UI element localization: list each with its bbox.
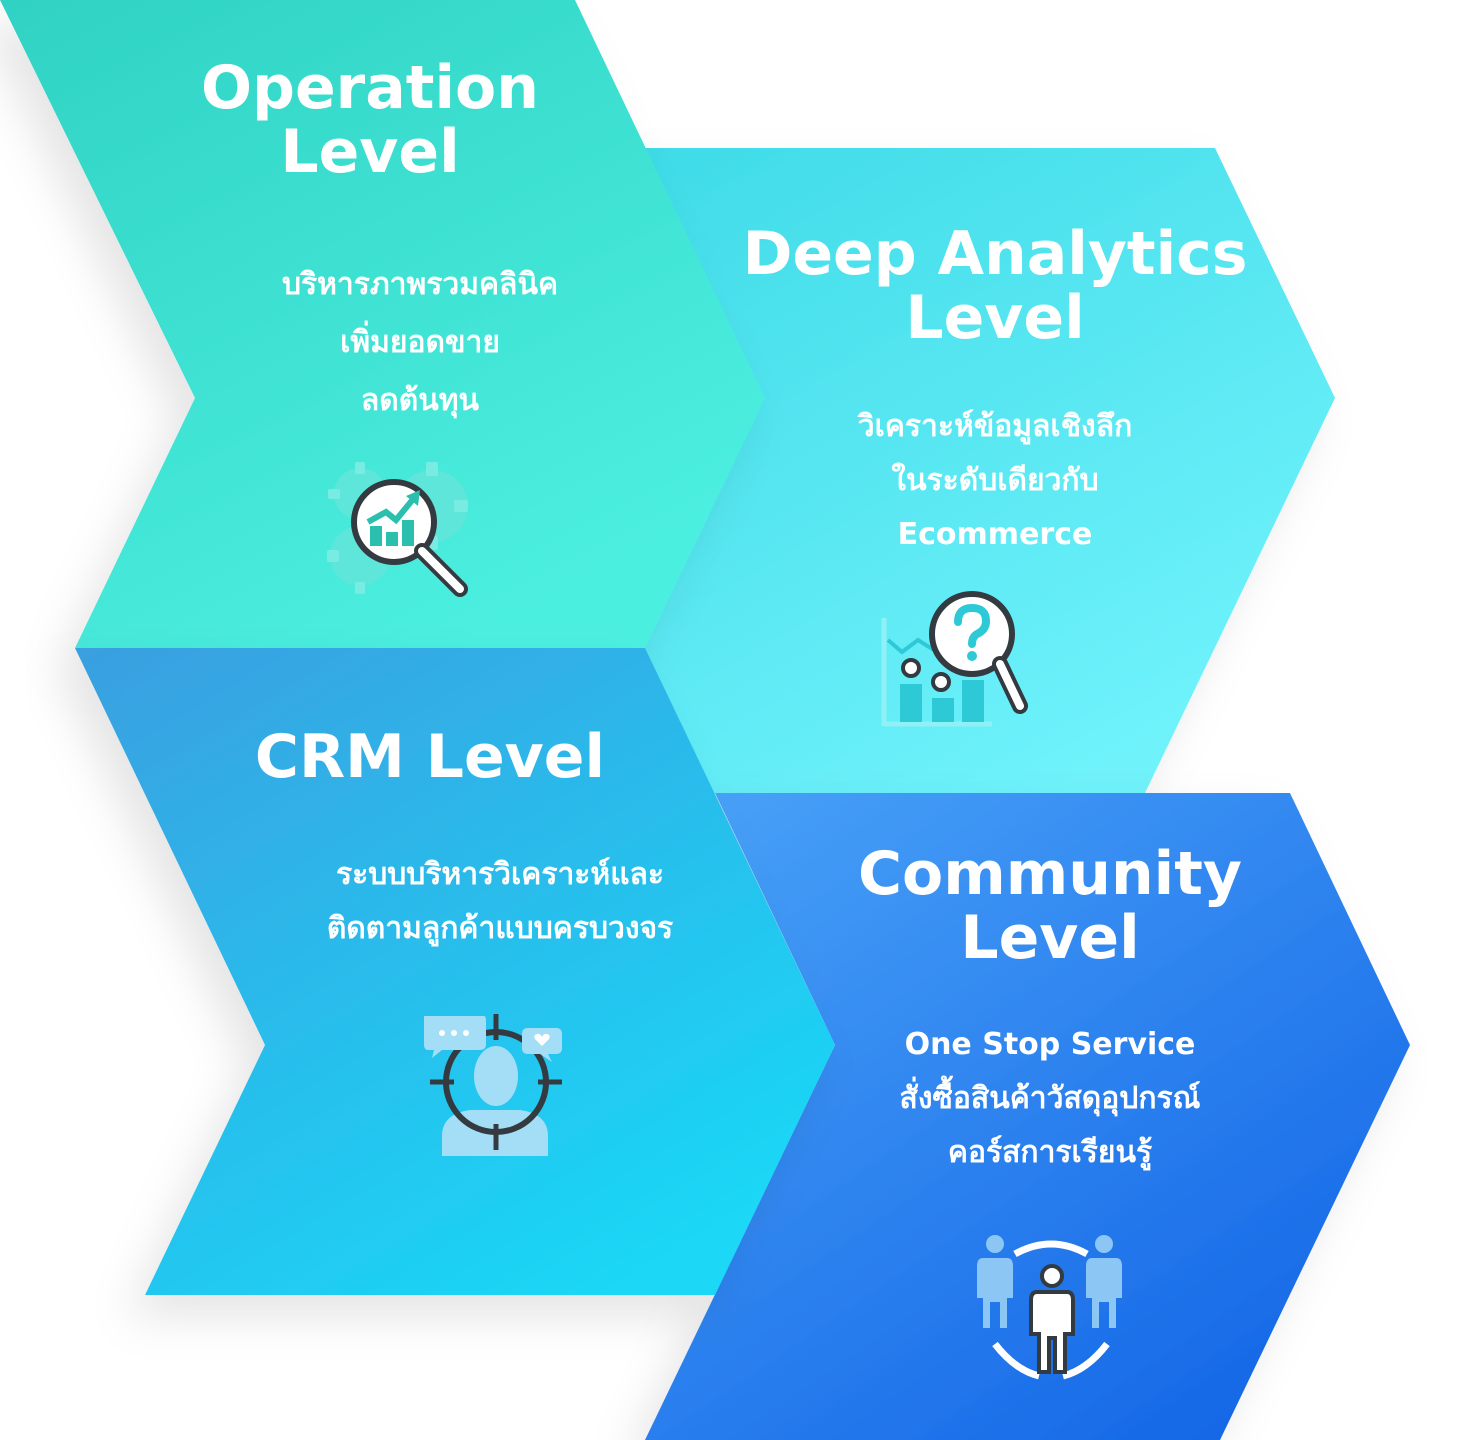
analytics-question-icon — [881, 591, 1028, 727]
operation-level-block: Operation Level — [120, 56, 620, 184]
crm-level-block: CRM Level — [180, 725, 680, 789]
operation-level-desc-block: บริหารภาพรวมคลินิค เพิ่มยอดขาย ลดต้นทุน — [130, 256, 710, 430]
customer-target-icon — [424, 1014, 562, 1156]
operation-level-description: บริหารภาพรวมคลินิค เพิ่มยอดขาย ลดต้นทุน — [281, 267, 559, 418]
gear-magnifier-chart-icon — [327, 462, 468, 597]
deep-analytics-level-block: Deep Analytics Level — [715, 222, 1275, 350]
community-level-block: Community Level — [800, 842, 1300, 970]
crm-level-title: CRM Level — [254, 722, 606, 792]
chevron-crm — [75, 648, 835, 1295]
community-level-title: Community Level — [857, 839, 1243, 973]
community-level-description: One Stop Service สั่งซื้อสินค้าวัสดุอุปก… — [899, 1027, 1201, 1170]
deep-analytics-level-title: Deep Analytics Level — [742, 219, 1248, 353]
crm-level-desc-block: ระบบบริหารวิเคราะห์และ ติดตามลูกค้าแบบคร… — [190, 848, 810, 956]
chevron-deep-analytics — [645, 148, 1335, 793]
chevron-operation — [0, 0, 765, 648]
crm-level-description: ระบบบริหารวิเคราะห์และ ติดตามลูกค้าแบบคร… — [326, 857, 674, 946]
operation-level-title: Operation Level — [201, 53, 539, 187]
deep-analytics-level-description: วิเคราะห์ข้อมูลเชิงลึก ในระดับเดียวกับ E… — [857, 409, 1133, 552]
community-level-desc-block: One Stop Service สั่งซื้อสินค้าวัสดุอุปก… — [760, 1018, 1340, 1180]
community-people-icon — [977, 1235, 1122, 1380]
chevron-community — [645, 793, 1410, 1440]
deep-analytics-level-desc-block: วิเคราะห์ข้อมูลเชิงลึก ในระดับเดียวกับ E… — [705, 400, 1285, 562]
